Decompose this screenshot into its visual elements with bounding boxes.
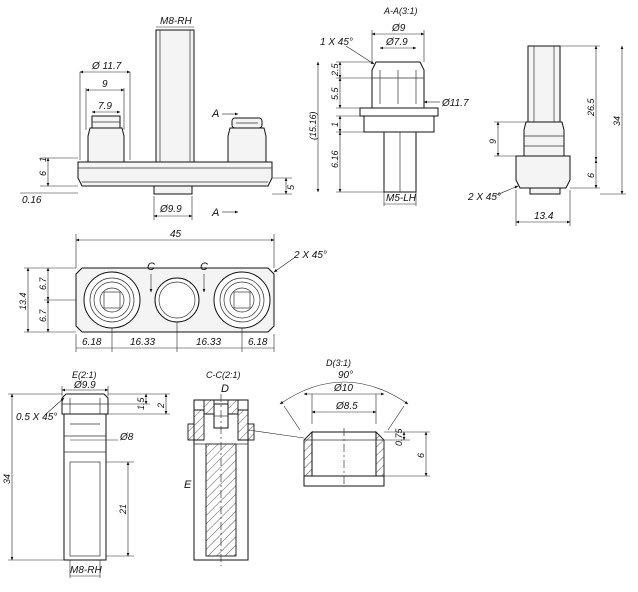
front-dim-d-outer: Ø 11.7 xyxy=(91,61,122,72)
section-aa-view: A-A(3:1) Ø9 Ø7.9 1 X 45° 2.5 5.5 xyxy=(308,6,469,206)
front-dim-d99: Ø9.9 xyxy=(159,204,182,215)
top-dim-h134: 13.4 xyxy=(18,292,28,310)
d-dim-d85: Ø8.5 xyxy=(335,401,358,412)
e-title: E(2:1) xyxy=(72,370,97,380)
aa-title: A-A(3:1) xyxy=(383,6,418,16)
e-thread: M8-RH xyxy=(70,565,102,576)
aa-dim-h25: 2.5 xyxy=(330,62,340,77)
side-chamfer: 2 X 45° xyxy=(467,192,501,203)
aa-dim-h1516: (15.16) xyxy=(308,111,318,140)
front-section-a-top: A xyxy=(211,108,219,120)
d-dim-d10: Ø10 xyxy=(333,383,353,394)
aa-dim-d117: Ø11.7 xyxy=(441,98,469,109)
top-dim-bottom-2: 16.33 xyxy=(130,337,155,348)
aa-thread: M5-LH xyxy=(386,193,417,204)
d-angle: 90° xyxy=(338,370,353,381)
top-section-c2: C xyxy=(200,261,208,273)
front-dim-d-mid: 9 xyxy=(102,79,108,90)
detail-e-view: E(2:1) Ø9.9 0.5 X 45° 1.5 2 Ø8 xyxy=(2,370,170,578)
side-dim-h6: 6 xyxy=(586,173,596,178)
cc-title: C-C(2:1) xyxy=(206,370,241,380)
e-dim-d8: Ø8 xyxy=(119,432,134,443)
front-dim-h5: 5 xyxy=(286,184,296,190)
e-dim-h2: 2 xyxy=(156,403,166,409)
cc-label-d: D xyxy=(221,383,229,395)
aa-dim-h1: 1 xyxy=(330,122,340,127)
top-chamfer: 2 X 45° xyxy=(293,250,327,261)
front-dim-t016: 0.16 xyxy=(22,195,42,206)
side-dim-w134: 13.4 xyxy=(534,211,554,222)
top-dim-h67b: 6.7 xyxy=(38,308,48,322)
front-thread-label: M8-RH xyxy=(160,16,192,27)
side-view: 26.5 6 34 9 2 X 45° 13.4 xyxy=(467,45,626,226)
front-dim-h6: 6 xyxy=(38,171,48,176)
front-dim-h1: 1 xyxy=(38,157,48,162)
d-dim-h6: 6 xyxy=(416,453,426,458)
front-view: M8-RH Ø 11.7 9 7.9 6 1 0.16 Ø9.9 5 xyxy=(20,16,296,220)
top-dim-bottom-1: 6.18 xyxy=(82,337,102,348)
top-dim-bottom-4: 6.18 xyxy=(248,337,268,348)
detail-d-view: D(3:1) 90° Ø10 Ø8.5 0.75 6 xyxy=(279,358,430,487)
side-dim-h9: 9 xyxy=(488,139,498,144)
side-dim-h34: 34 xyxy=(612,116,622,126)
aa-dim-h616: 6.16 xyxy=(330,150,340,168)
top-dim-w45: 45 xyxy=(170,229,182,240)
cc-label-e: E xyxy=(184,479,192,491)
top-dim-h67a: 6.7 xyxy=(38,276,48,290)
e-dim-h21: 21 xyxy=(118,504,128,515)
aa-dim-h55: 5.5 xyxy=(330,86,340,100)
e-dim-d99: Ø9.9 xyxy=(73,380,96,391)
d-dim-h075: 0.75 xyxy=(394,427,404,446)
top-view: 45 2 X 45° 13.4 6.7 6.7 C C 6.18 16.33 1… xyxy=(18,229,327,352)
side-dim-h265: 26.5 xyxy=(586,97,596,117)
top-dim-bottom-3: 16.33 xyxy=(196,337,221,348)
d-title: D(3:1) xyxy=(326,358,351,368)
aa-dim-d9: Ø9 xyxy=(391,23,406,34)
e-dim-h34: 34 xyxy=(2,474,12,484)
aa-dim-d79: Ø7.9 xyxy=(385,37,408,48)
section-cc-view: C-C(2:1) D E xyxy=(184,370,305,566)
aa-chamfer: 1 X 45° xyxy=(320,37,353,48)
top-section-c1: C xyxy=(147,261,155,273)
e-dim-h15: 1.5 xyxy=(136,396,146,410)
front-dim-d-inner: 7.9 xyxy=(98,101,112,112)
e-chamfer: 0.5 X 45° xyxy=(16,412,57,423)
front-section-a-bottom: A xyxy=(211,207,219,219)
